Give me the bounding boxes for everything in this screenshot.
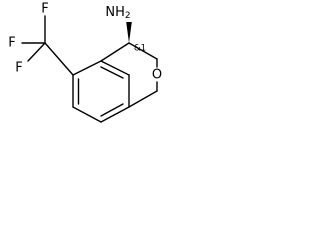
- fluorine-left-label: F: [8, 36, 15, 51]
- bond-c6-c7: [72, 106, 102, 123]
- bond-c5-cf3: [44, 42, 74, 76]
- bond-c4a-c5: [72, 60, 102, 76]
- stereo-wedge-bond: [126, 22, 132, 43]
- fluorine-bottom-label: F: [15, 61, 22, 76]
- amine-label: NH2: [105, 5, 130, 21]
- oxygen-label: O: [152, 68, 162, 83]
- molecule-structure: NH2 O F F F &1: [8, 2, 162, 123]
- bond-c4a-c4: [100, 42, 130, 62]
- double-bond-c8a-c4a: [100, 66, 124, 79]
- amine-subscript: 2: [125, 11, 131, 21]
- bond-c7-c8: [100, 106, 130, 123]
- double-bond-c7-c8: [100, 103, 124, 117]
- bond-c1-c8a: [128, 90, 158, 108]
- pyran-ring: [100, 42, 158, 108]
- bond-c4-c3: [128, 42, 158, 60]
- trifluoromethyl-group: [21, 15, 74, 76]
- stereo-descriptor-label: &1: [134, 44, 146, 54]
- fluorine-top-label: F: [41, 2, 48, 17]
- amine-nh-text: NH: [105, 5, 125, 20]
- bond-c8a-c4a: [100, 60, 130, 76]
- bond-c-f-bottom: [27, 42, 46, 62]
- benzene-ring: [72, 60, 130, 123]
